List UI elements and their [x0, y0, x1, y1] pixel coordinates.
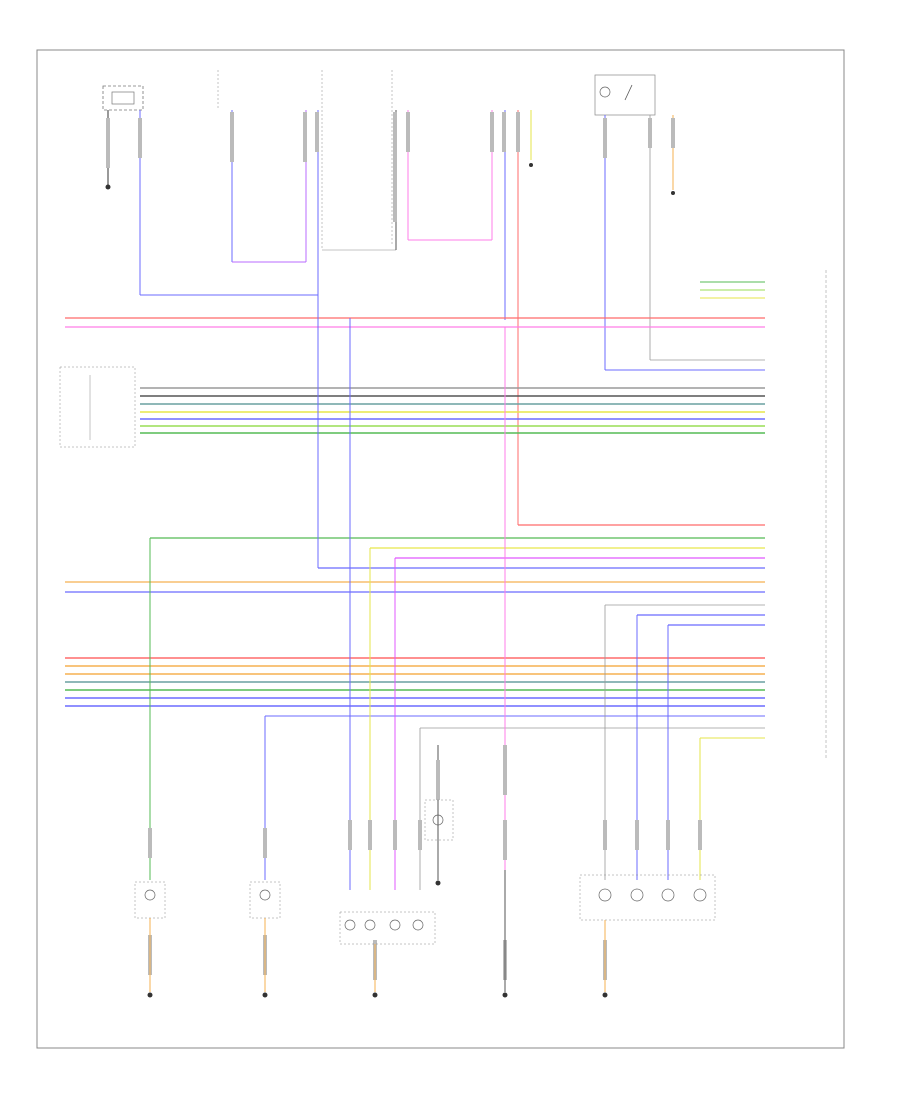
lamp-symbol [599, 86, 611, 98]
diagram-frame [36, 49, 845, 1049]
bus-group-1 [65, 294, 765, 328]
ground-point [435, 880, 441, 886]
bus-group-2 [140, 387, 765, 434]
right-connector-1 [605, 281, 765, 371]
bulb-icon [661, 888, 675, 902]
bus-group-4 [65, 657, 765, 707]
ground-point [502, 992, 508, 998]
bulb-icon [630, 888, 644, 902]
sensor-box-left [102, 85, 144, 111]
ground-point [262, 992, 268, 998]
bulb-icon [364, 919, 376, 931]
ground-point [147, 992, 153, 998]
bulb-icon [693, 888, 707, 902]
connector-labels-top [106, 112, 675, 222]
ground-point [372, 992, 378, 998]
bulb-icon [344, 919, 356, 931]
bulb-icon [389, 919, 401, 931]
bulb-icon [259, 889, 271, 901]
connector-blocks-bottom [148, 745, 702, 980]
bulb-icon [144, 889, 156, 901]
bus-group-5 [265, 715, 765, 739]
left-module [59, 366, 136, 448]
sensor-element [111, 91, 135, 105]
bulb-icon [412, 919, 424, 931]
ground-point [105, 184, 111, 190]
bulb-icon [598, 888, 612, 902]
top-components [102, 70, 675, 525]
bus-group-3 [65, 524, 765, 626]
bottom-components [134, 799, 716, 998]
switch-box [594, 74, 656, 116]
ground-point [602, 992, 608, 998]
